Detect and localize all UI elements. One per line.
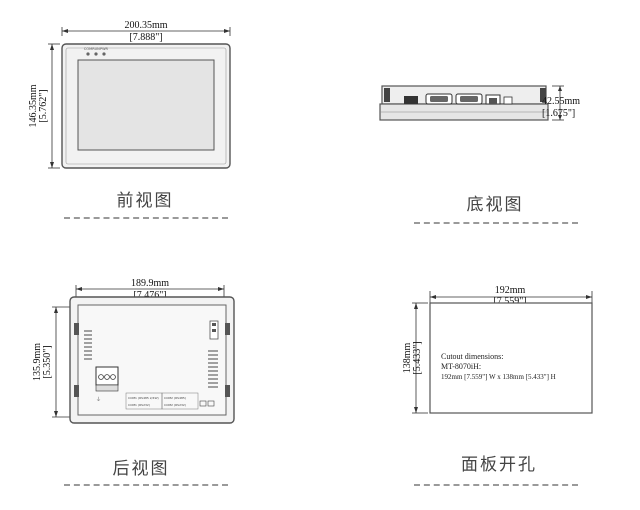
rear-vent-left bbox=[84, 330, 92, 360]
cutout-drawing: 192mm [7.559"] 138mm [5.433"] Cutout dim… bbox=[402, 285, 593, 414]
front-view: 200.35mm [7.888"] 146.35mm [5.762"] COM … bbox=[0, 0, 320, 250]
bottom-clip-right bbox=[540, 88, 546, 102]
bottom-usb-port bbox=[503, 96, 513, 105]
bottom-clip-left bbox=[384, 88, 390, 102]
rear-port-label-4: COM2 (RS232) bbox=[164, 403, 186, 407]
cutout-view: 192mm [7.559"] 138mm [5.433"] Cutout dim… bbox=[320, 255, 640, 510]
front-screen bbox=[77, 59, 215, 151]
rear-housing bbox=[77, 304, 227, 416]
led-label-run: RUN bbox=[92, 47, 100, 51]
cutout-width-in: [7.559"] bbox=[493, 296, 526, 307]
rear-height-mm: 135.9mm bbox=[32, 343, 43, 381]
front-height-in: [5.762"] bbox=[38, 89, 49, 122]
bottom-view-caption: 底视图 bbox=[466, 195, 524, 215]
rear-port-label-2: COM1 (RS232) bbox=[128, 403, 150, 407]
front-width-mm: 200.35mm bbox=[124, 20, 167, 31]
cutout-note-model: MT-8070iH: bbox=[441, 362, 481, 371]
cutout-caption-underline bbox=[414, 484, 578, 486]
ground-icon: ⏚ bbox=[96, 396, 101, 403]
cutout-note-size: 192mm [7.559"] W x 138mm [5.433"] H bbox=[441, 373, 556, 381]
led-run-icon bbox=[94, 52, 98, 56]
rear-height-in: [5.350"] bbox=[42, 345, 53, 378]
rear-caption-underline bbox=[64, 484, 228, 486]
led-label-com: COM bbox=[84, 47, 92, 51]
front-caption-underline bbox=[64, 217, 228, 219]
cutout-rectangle bbox=[429, 302, 593, 414]
rear-port-label-1: COM1 (RS485 2/4W) bbox=[128, 396, 159, 400]
bottom-caption-underline bbox=[414, 222, 578, 224]
front-height-mm: 146.35mm bbox=[28, 84, 39, 127]
rear-view-drawing: 189.9mm [7.476"] 135.9mm [5.350"] bbox=[32, 278, 235, 424]
bottom-view: 42.55mm [1.675"] bbox=[320, 0, 640, 250]
rear-width-in: [7.476"] bbox=[133, 290, 166, 301]
front-width-in: [7.888"] bbox=[129, 32, 162, 43]
cutout-caption: 面板开孔 bbox=[461, 455, 537, 475]
led-pwr-icon bbox=[102, 52, 106, 56]
rear-port-label-3: COM2 (RS485) bbox=[164, 396, 186, 400]
cutout-width-mm: 192mm bbox=[495, 285, 526, 296]
rear-vent-right bbox=[208, 350, 218, 388]
front-view-caption: 前视图 bbox=[116, 191, 174, 211]
bottom-power-terminal bbox=[404, 96, 418, 104]
cutout-note-title: Cutout dimensions: bbox=[441, 352, 503, 361]
front-view-drawing: 200.35mm [7.888"] 146.35mm [5.762"] COM … bbox=[28, 20, 231, 169]
led-label-pwr: PWR bbox=[100, 47, 109, 51]
bottom-depth-in: [1.675"] bbox=[542, 108, 575, 119]
led-com-icon bbox=[86, 52, 90, 56]
rear-view: 189.9mm [7.476"] 135.9mm [5.350"] bbox=[0, 255, 320, 510]
rear-view-caption: 后视图 bbox=[112, 459, 170, 479]
cutout-height-in: [5.433"] bbox=[412, 341, 423, 374]
cutout-height-mm: 138mm bbox=[402, 343, 413, 374]
rear-width-mm: 189.9mm bbox=[131, 278, 169, 289]
bottom-view-drawing: 42.55mm [1.675"] bbox=[379, 85, 580, 121]
bottom-depth-mm: 42.55mm bbox=[542, 96, 580, 107]
